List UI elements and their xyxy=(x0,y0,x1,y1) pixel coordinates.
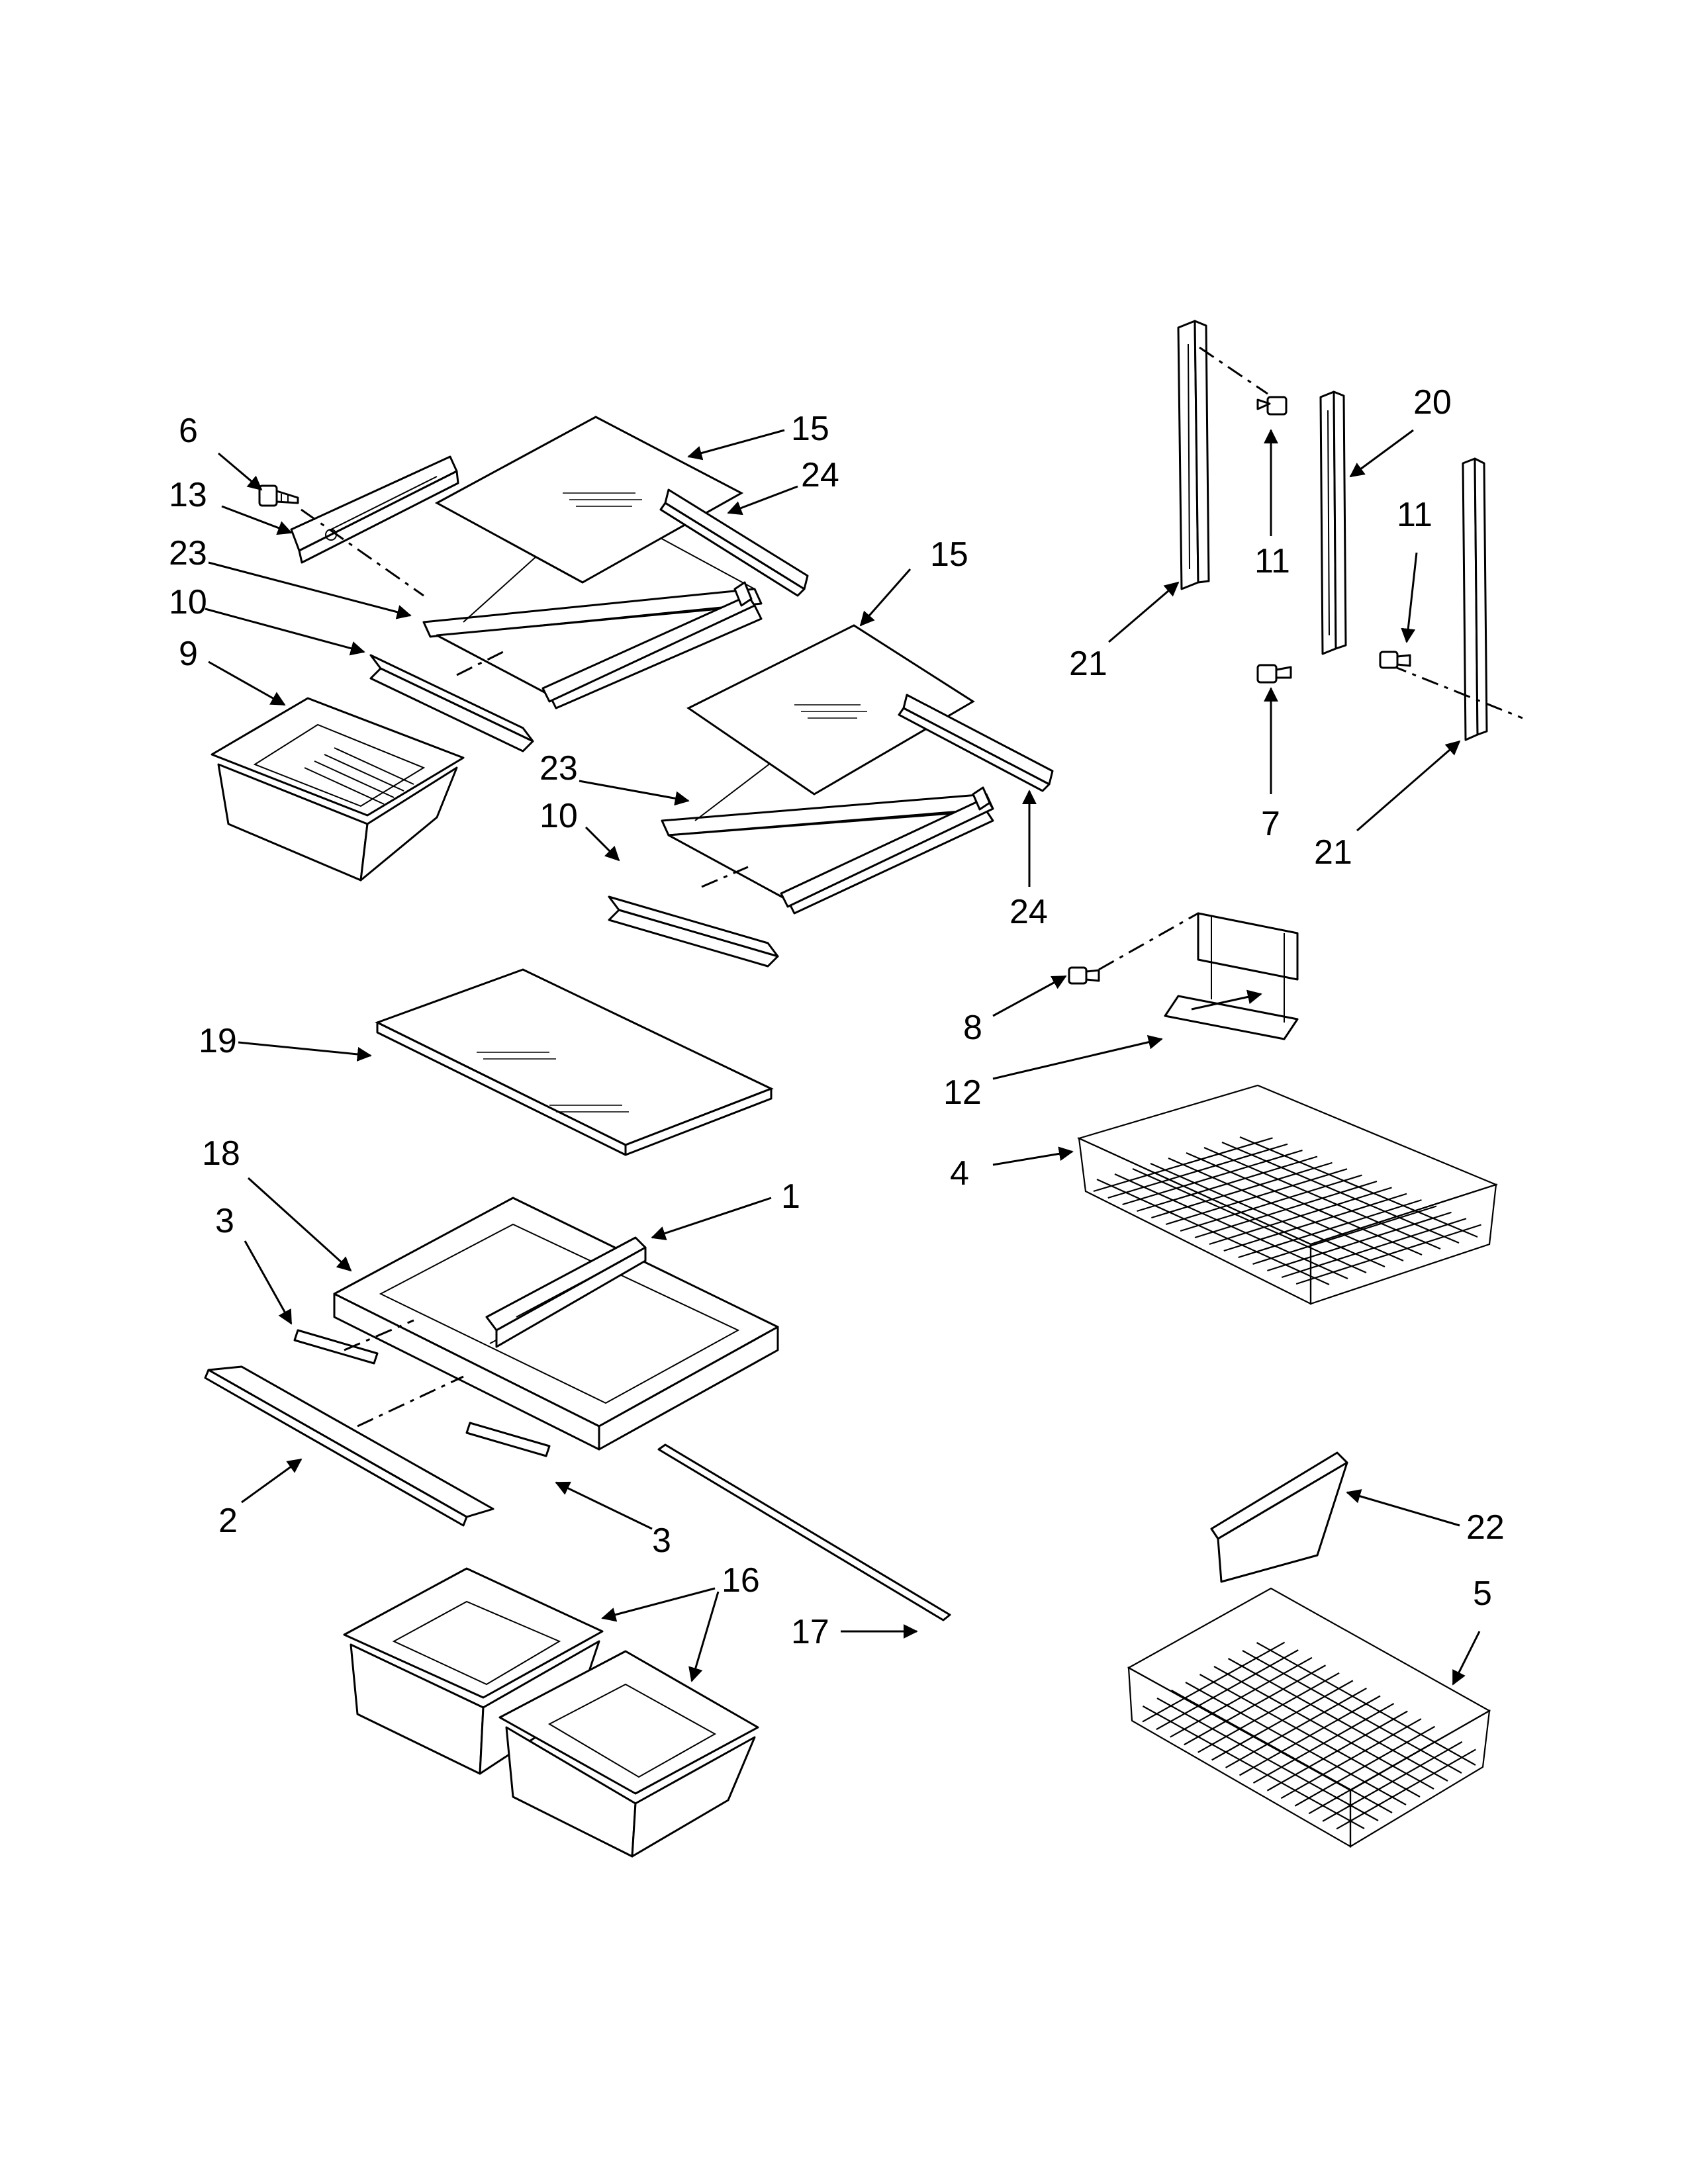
part-23-shelf-frame-middle xyxy=(661,714,994,915)
callout-4: 4 xyxy=(950,1154,969,1193)
leader-lines xyxy=(205,429,1481,1686)
part-10-trim-middle xyxy=(608,895,779,968)
part-17-rod xyxy=(657,1443,951,1621)
part-20-rail-middle xyxy=(1319,390,1347,655)
part-3-slide-a xyxy=(293,1329,379,1365)
callout-6: 6 xyxy=(179,412,198,450)
callout-24: 24 xyxy=(801,456,839,494)
callout-11: 11 xyxy=(1397,496,1432,534)
callout-3: 3 xyxy=(215,1202,234,1240)
part-5-basket xyxy=(1127,1587,1491,1848)
part-11-screw-b xyxy=(1379,651,1411,669)
part-22-divider xyxy=(1210,1451,1348,1583)
part-18-crisper-frame xyxy=(333,1197,779,1451)
part-11-screw-a xyxy=(1256,396,1288,416)
callout-2: 2 xyxy=(218,1502,238,1540)
callout-23: 23 xyxy=(169,534,207,572)
callout-21: 21 xyxy=(1069,645,1107,683)
part-8-screw xyxy=(1068,966,1100,985)
part-3-slide-b xyxy=(465,1422,551,1457)
part-4-basket xyxy=(1076,1084,1499,1305)
part-21-rail-right xyxy=(1462,457,1488,741)
part-15-glass-middle xyxy=(686,624,975,796)
part-16-drawer-b xyxy=(498,1650,759,1858)
callout-24: 24 xyxy=(1009,893,1048,931)
callout-9: 9 xyxy=(179,635,198,673)
middle-shelf-group xyxy=(608,624,1054,968)
callout-13: 13 xyxy=(169,476,207,514)
callout-10: 10 xyxy=(539,797,578,835)
callout-16: 16 xyxy=(722,1561,760,1600)
callout-8: 8 xyxy=(963,1009,982,1047)
callout-7: 7 xyxy=(1261,805,1280,843)
part-19-glass-shelf xyxy=(375,968,774,1156)
part-24-trim-upper xyxy=(659,488,809,597)
callout-10: 10 xyxy=(169,583,207,621)
callout-1: 1 xyxy=(781,1177,800,1216)
callout-23: 23 xyxy=(539,749,578,788)
part-7-screw xyxy=(1256,664,1292,684)
callout-17: 17 xyxy=(791,1613,829,1651)
callout-3: 3 xyxy=(652,1522,671,1560)
part-15-glass-upper xyxy=(434,416,744,584)
part-9-drawer xyxy=(211,697,465,882)
callout-19: 19 xyxy=(199,1022,237,1060)
part-6-screw xyxy=(258,484,299,507)
part-12-divider xyxy=(1164,912,1299,1040)
callout-labels: 6 13 23 10 9 15 24 15 23 10 24 11 20 11 … xyxy=(169,383,1505,1651)
callout-22: 22 xyxy=(1466,1508,1505,1547)
callout-21: 21 xyxy=(1314,833,1352,872)
upper-shelf-group xyxy=(258,416,809,752)
part-1-divider xyxy=(485,1236,647,1348)
callout-15: 15 xyxy=(791,410,829,448)
callout-15: 15 xyxy=(930,535,968,574)
callout-18: 18 xyxy=(202,1134,240,1173)
callout-5: 5 xyxy=(1473,1574,1492,1613)
basket-4-wire-grid xyxy=(1093,1136,1481,1286)
callout-20: 20 xyxy=(1413,383,1452,422)
basket-5-wire-grid xyxy=(1142,1641,1476,1830)
callout-12: 12 xyxy=(943,1073,982,1112)
part-2-front-trim xyxy=(204,1365,494,1527)
part-16-drawer-a xyxy=(343,1567,604,1775)
part-10-trim-upper xyxy=(369,654,534,752)
part-24-trim-middle xyxy=(898,694,1054,792)
part-13-bracket xyxy=(290,455,459,564)
part-21-rail-left xyxy=(1177,320,1210,590)
callout-11: 11 xyxy=(1254,542,1290,580)
